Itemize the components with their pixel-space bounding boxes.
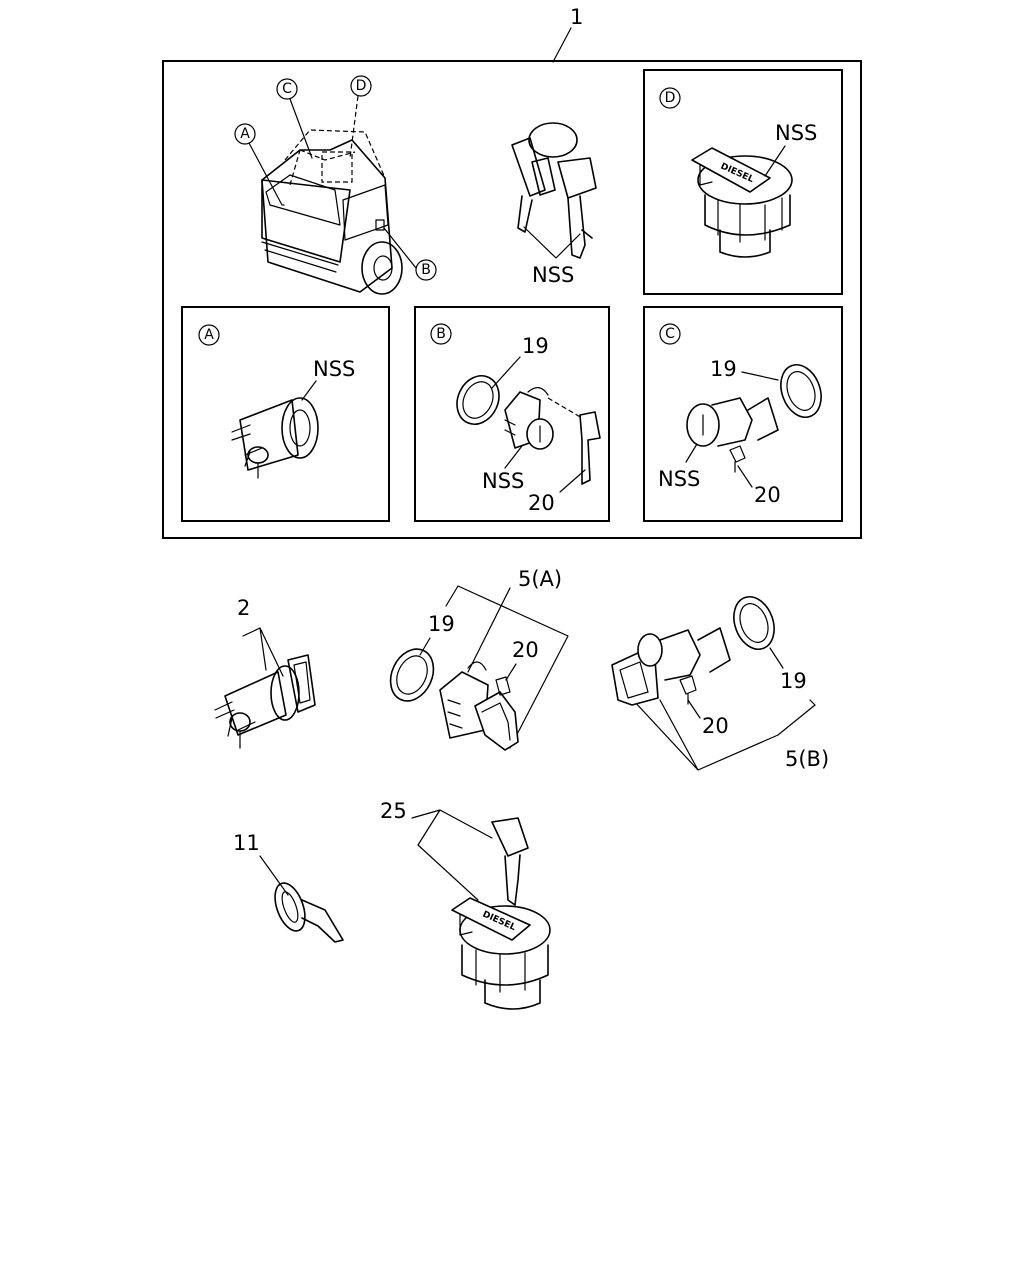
callout-d-cab: D <box>349 75 372 159</box>
truck-cab-illustration <box>261 129 403 295</box>
leader-19-b <box>491 356 521 389</box>
svg-text:D: D <box>665 90 676 106</box>
leader-20-5b <box>687 699 701 719</box>
leader-20-b <box>559 469 586 493</box>
label-part-5a: 5(A) <box>518 567 562 591</box>
leader-19-c <box>741 371 779 381</box>
label-assembly-1: 1 <box>570 5 583 29</box>
leader-part-11 <box>259 855 289 896</box>
leader-20-c <box>737 465 753 488</box>
label-nss-c: NSS <box>658 467 700 491</box>
key-set-illustration <box>511 122 597 259</box>
door-lock-part-5b-illustration <box>611 596 775 706</box>
label-20-c: 20 <box>754 483 781 507</box>
door-lock-c-illustration <box>686 364 822 473</box>
ignition-lock-part-2-illustration <box>214 654 316 749</box>
label-20-b: 20 <box>528 491 555 515</box>
leader-20-5a <box>505 663 517 681</box>
callout-c-panel: C <box>659 323 681 345</box>
label-19-5a: 19 <box>428 612 455 636</box>
label-part-25: 25 <box>380 799 407 823</box>
label-part-11: 11 <box>233 831 260 855</box>
leader-part-5a <box>445 585 569 749</box>
leader-nss-d <box>764 145 786 177</box>
svg-text:D: D <box>356 78 367 94</box>
label-nss-a: NSS <box>313 357 355 381</box>
leader-nss-c <box>685 443 698 463</box>
panel-a <box>181 306 390 522</box>
svg-text:A: A <box>204 327 214 343</box>
callout-b-cab: B <box>383 227 437 281</box>
svg-text:A: A <box>240 126 250 142</box>
panel-c <box>643 306 843 522</box>
label-nss-b: NSS <box>482 469 524 493</box>
svg-text:C: C <box>282 81 292 97</box>
door-lock-part-5a-illustration <box>389 648 519 751</box>
door-lock-b-illustration <box>456 375 601 485</box>
label-20-5a: 20 <box>512 638 539 662</box>
label-19-5b: 19 <box>780 669 807 693</box>
leader-19-5a <box>419 637 431 656</box>
assembly-frame <box>162 60 862 539</box>
label-part-5b: 5(B) <box>785 747 829 771</box>
leader-19-5b <box>769 647 784 669</box>
label-19-b: 19 <box>522 334 549 358</box>
label-19-c: 19 <box>710 357 737 381</box>
leader-nss-a <box>301 380 317 401</box>
callout-c-cab: C <box>276 78 313 159</box>
leader-part-2 <box>242 627 284 677</box>
fuel-cap-nss-illustration: DIESEL <box>691 147 793 258</box>
key-part-11-illustration <box>274 882 344 943</box>
leader-nss-b <box>504 445 523 469</box>
svg-text:B: B <box>421 262 431 278</box>
panel-d <box>643 69 843 295</box>
panel-b <box>414 306 610 522</box>
label-part-2: 2 <box>237 596 250 620</box>
label-nss-d: NSS <box>775 121 817 145</box>
svg-text:B: B <box>436 326 446 342</box>
callout-a-cab: A <box>234 123 283 206</box>
leader-assembly-1 <box>552 27 572 63</box>
leader-part-5b <box>632 699 816 771</box>
fuel-cap-part-25-illustration: DIESEL <box>451 817 551 1010</box>
leader-part-25 <box>411 809 493 901</box>
label-nss-keys: NSS <box>532 263 574 287</box>
svg-text:C: C <box>665 326 675 342</box>
ignition-lock-nss-illustration <box>231 397 319 479</box>
callout-b-panel: B <box>430 323 452 345</box>
label-20-5b: 20 <box>702 714 729 738</box>
callout-a-panel: A <box>198 324 220 346</box>
callout-d-panel: D <box>659 87 681 109</box>
leader-nss-keys <box>523 226 581 259</box>
